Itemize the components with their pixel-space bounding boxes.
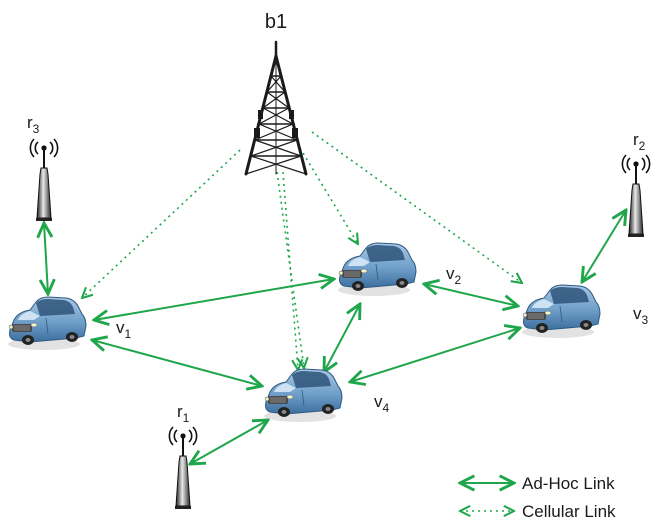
label-rsu-r1: r1 [177,402,190,425]
label-rsu-r2: r2 [633,130,646,153]
cellular-link-b1-v4a [282,171,298,370]
vehicle-v4-icon [263,368,343,423]
base-station-tower-icon [244,40,308,176]
label-vehicle-v3: v3 [633,304,649,327]
adhoc-link-v2-v4 [324,304,360,372]
cellular-links [82,131,522,370]
adhoc-links [44,210,626,464]
rsu-r2-icon [621,154,651,238]
legend-adhoc-label: Ad-Hoc Link [522,474,615,493]
legend: Ad-Hoc Link Cellular Link [460,474,616,521]
cellular-link-b1-v2 [299,147,358,244]
adhoc-link-v2-v3 [424,284,518,306]
label-rsu-r3: r3 [27,113,40,136]
label-vehicle-v4: v4 [374,392,390,415]
cellular-link-b1-v1 [82,149,241,298]
adhoc-link-r1-v4 [190,420,268,464]
label-base-station: b1 [265,11,287,33]
adhoc-link-v1-v2 [94,279,334,320]
adhoc-link-v1-v4 [92,340,262,386]
cellular-link-b1-v4b [276,171,304,368]
vehicle-v3-icon [521,284,601,339]
label-vehicle-v2: v2 [446,264,462,287]
legend-cellular-label: Cellular Link [522,502,616,521]
vehicle-v1-icon [7,296,87,351]
adhoc-link-v4-v3 [350,328,520,382]
vehicle-v2-icon [337,242,417,297]
cellular-link-b1-v3 [311,131,522,283]
label-vehicle-v1: v1 [116,318,132,341]
rsu-r1-icon [168,426,198,510]
rsu-r3-icon [29,138,59,222]
adhoc-link-r2-v3 [582,210,626,282]
adhoc-link-r3-v1 [44,223,48,294]
